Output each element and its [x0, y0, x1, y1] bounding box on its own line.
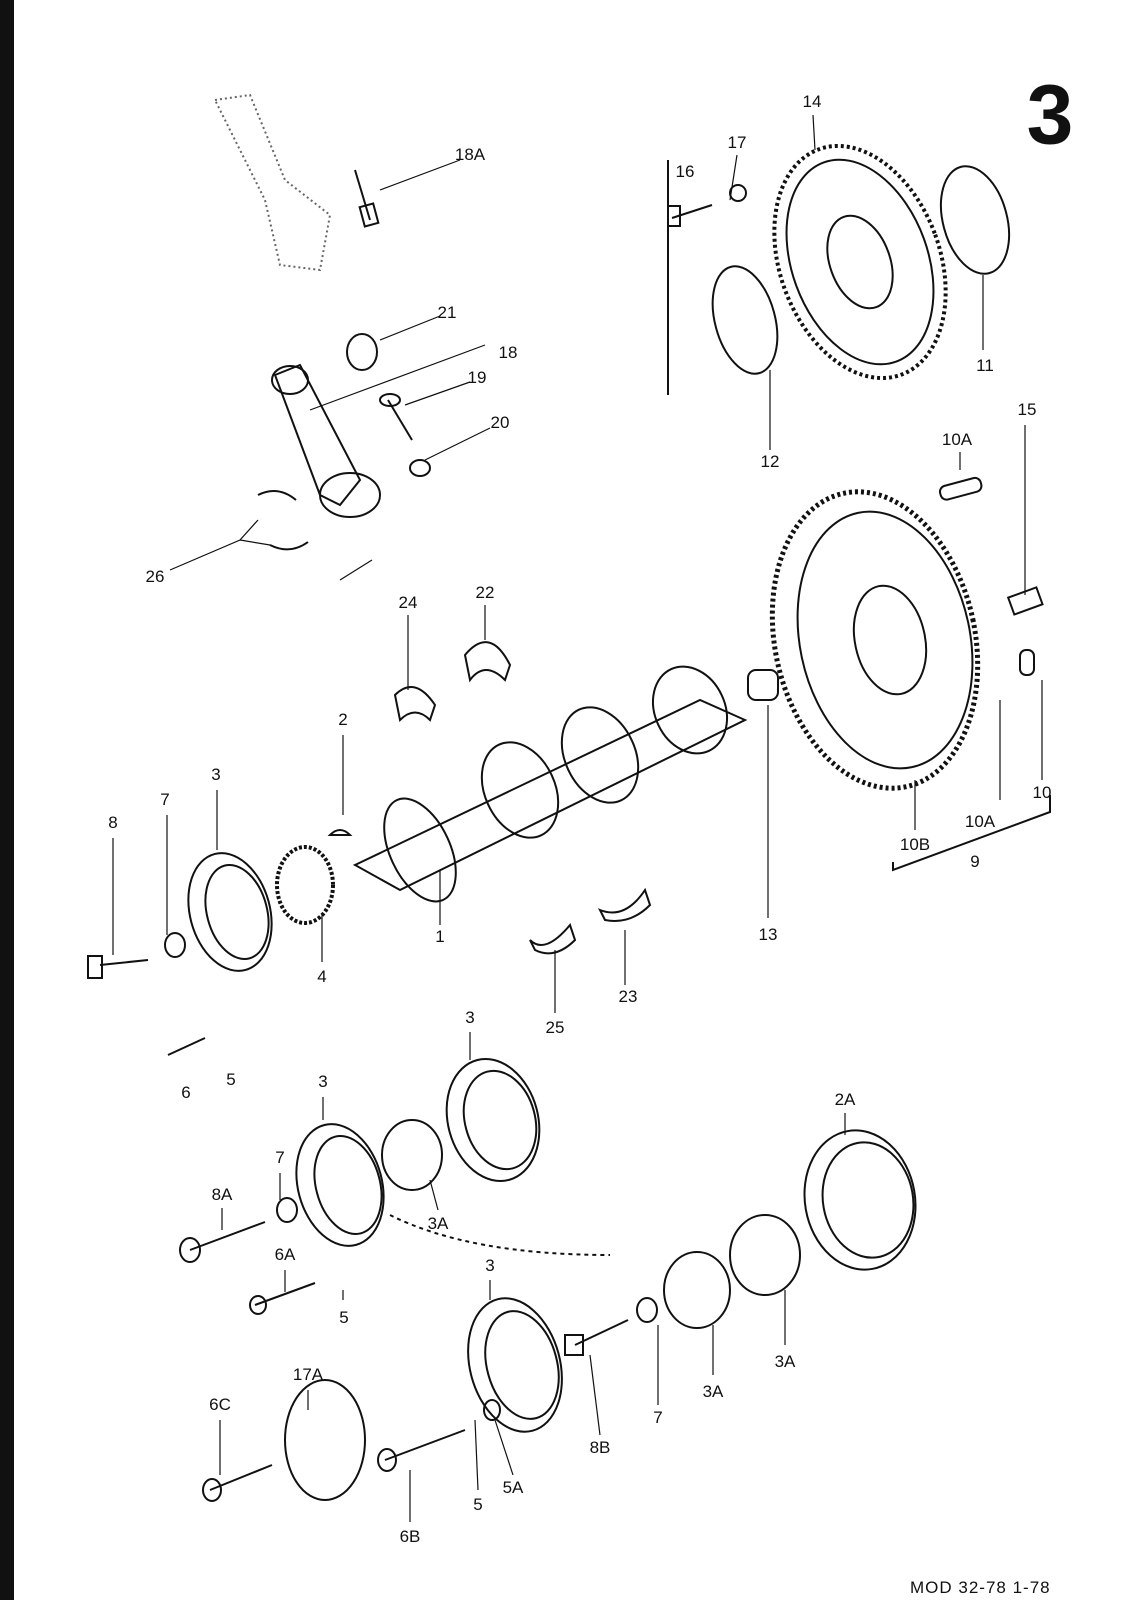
- washer-7-c: [636, 1297, 658, 1323]
- callout-19: 19: [467, 368, 487, 387]
- pulley-2a: [803, 1129, 917, 1271]
- bolt-6c: [202, 1464, 273, 1502]
- pulley-3-b: [445, 1057, 541, 1183]
- callout-10: 10: [1032, 783, 1052, 802]
- callout-3a-b: 3A: [774, 1352, 796, 1371]
- callout-3: 3: [211, 765, 221, 784]
- callout-8: 8: [108, 813, 118, 832]
- callout-24: 24: [398, 593, 418, 612]
- page-number: 3: [1026, 67, 1074, 162]
- callout-25: 25: [545, 1018, 565, 1037]
- callout-13: 13: [758, 925, 778, 944]
- bolt-8b: [564, 1319, 629, 1356]
- leader-lines: [112, 114, 1043, 1522]
- bolt-6b: [377, 1429, 466, 1472]
- bolt-19: [379, 393, 413, 441]
- needle-bearing-13: [747, 669, 779, 701]
- drive-plate-10b: [769, 489, 981, 791]
- callout-5-c: 5: [473, 1495, 483, 1514]
- callout-10a-b: 10A: [964, 812, 996, 831]
- bearing-shells-26: [257, 490, 309, 551]
- callout-7: 7: [160, 790, 170, 809]
- footer-code: MOD 32-78 1-78: [910, 1578, 1051, 1597]
- spacer-3a-b: [729, 1214, 801, 1296]
- pulley-3-d: [467, 1297, 563, 1433]
- pulley-3: [187, 852, 273, 972]
- hub-17a: [284, 1379, 366, 1501]
- callout-3a: 3A: [427, 1214, 449, 1233]
- nut-20: [409, 459, 431, 477]
- connecting-rod-ghost: [213, 93, 332, 272]
- callout-17: 17: [727, 133, 747, 152]
- callout-10b: 10B: [899, 835, 931, 854]
- callout-14: 14: [802, 92, 822, 111]
- callout-10a: 10A: [941, 430, 973, 449]
- bolt-6a: [249, 1282, 316, 1315]
- callout-20: 20: [490, 413, 510, 432]
- callout-7-c: 7: [653, 1408, 663, 1427]
- callout-5: 5: [226, 1070, 236, 1089]
- bolt-8a: [179, 1221, 266, 1263]
- dowel-10: [1019, 649, 1035, 676]
- callout-6a: 6A: [274, 1245, 296, 1264]
- callout-18: 18: [498, 343, 518, 362]
- callout-11: 11: [976, 356, 994, 375]
- callout-8b: 8B: [589, 1438, 611, 1457]
- plate-11: [939, 165, 1011, 275]
- callout-15: 15: [1017, 400, 1037, 419]
- callout-12: 12: [760, 452, 780, 471]
- washer-7-b: [276, 1197, 298, 1223]
- bolt-6: [167, 1037, 206, 1056]
- washer-17: [729, 184, 747, 202]
- callout-6c: 6C: [209, 1395, 231, 1414]
- spacer-3a-c: [663, 1251, 731, 1329]
- washer-7: [164, 932, 186, 958]
- bearing-shell-22: [463, 641, 512, 683]
- rod-bolt-18a: [354, 169, 380, 228]
- callout-18a: 18A: [454, 145, 486, 164]
- callout-6: 6: [181, 1083, 191, 1102]
- bearing-shell-25: [529, 922, 577, 955]
- pulley-3-c: [295, 1123, 385, 1247]
- washer-5a: [483, 1399, 501, 1421]
- callout-4: 4: [317, 967, 327, 986]
- callout-2: 2: [338, 710, 348, 729]
- connecting-rod-18: [271, 363, 381, 518]
- callout-7-b: 7: [275, 1148, 285, 1167]
- crankshaft-1: [352, 665, 748, 903]
- callout-9: 9: [970, 852, 980, 871]
- callout-22: 22: [475, 583, 495, 602]
- callout-26: 26: [145, 567, 165, 586]
- callout-5-b: 5: [339, 1308, 349, 1327]
- spacer-3a: [381, 1119, 443, 1191]
- bolt-8: [87, 955, 149, 979]
- callout-3-d: 3: [485, 1256, 495, 1275]
- dashed-guide: [389, 1214, 611, 1256]
- callout-21: 21: [437, 303, 457, 322]
- callout-17a: 17A: [292, 1365, 324, 1384]
- flywheel-14: [772, 143, 948, 381]
- key-2: [327, 829, 353, 836]
- callout-5a: 5A: [502, 1478, 524, 1497]
- callout-3a-c: 3A: [702, 1382, 724, 1401]
- bracket-9: [892, 795, 1051, 872]
- callout-3-c: 3: [318, 1072, 328, 1091]
- plate-12: [711, 265, 779, 375]
- callout-16: 16: [675, 162, 695, 181]
- callout-2a: 2A: [834, 1090, 856, 1109]
- bearing-shell-24: [393, 686, 437, 723]
- callout-1: 1: [435, 927, 445, 946]
- callout-6b: 6B: [399, 1527, 421, 1546]
- bolt-16: [667, 204, 713, 227]
- bolt-15: [1006, 586, 1044, 616]
- bushing-21: [346, 333, 378, 371]
- binding-edge: [0, 0, 14, 1600]
- dowel-10a: [938, 476, 983, 501]
- callout-23: 23: [618, 987, 638, 1006]
- bearing-shell-23: [597, 887, 652, 922]
- gear-4: [275, 845, 335, 925]
- callout-3-b: 3: [465, 1008, 475, 1027]
- callout-8a: 8A: [211, 1185, 233, 1204]
